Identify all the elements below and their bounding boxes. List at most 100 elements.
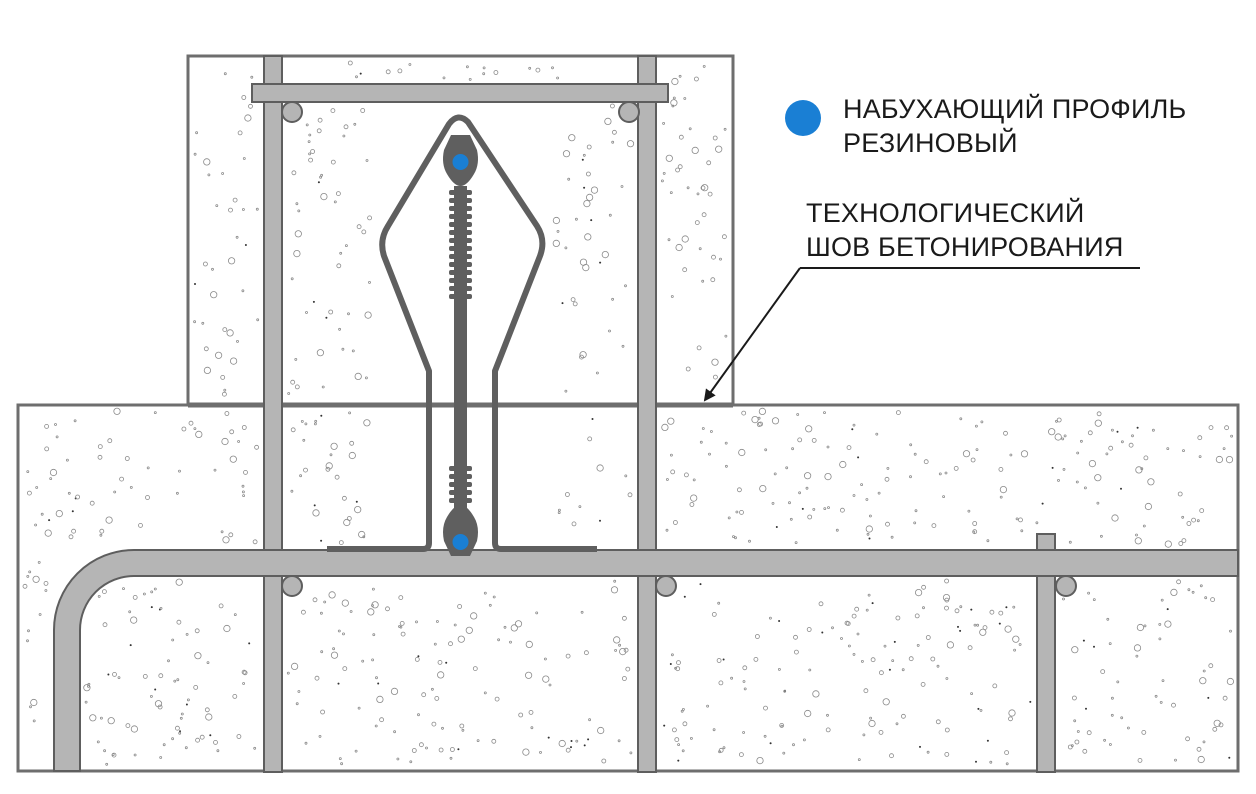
aggregate-speckle	[159, 756, 163, 759]
aggregate-speckle	[942, 593, 951, 602]
aggregate-speckle	[330, 159, 336, 165]
aggregate-speckle	[552, 239, 560, 247]
aggregate-speckle	[535, 67, 541, 73]
aggregate-speckle	[568, 134, 576, 142]
aggregate-speckle	[1197, 435, 1203, 441]
aggregate-speckle	[122, 587, 125, 590]
aggregate-speckle	[1224, 425, 1229, 431]
aggregate-speckle	[769, 616, 772, 620]
aggregate-speckle	[482, 72, 486, 76]
aggregate-speckle	[685, 366, 691, 372]
aggregate-speckle	[360, 108, 366, 113]
aggregate-speckle	[385, 606, 390, 612]
aggregate-speckle	[49, 468, 58, 477]
aggregate-speckle	[803, 472, 812, 480]
aggregate-speckle	[856, 632, 860, 636]
aggregate-speckle	[556, 76, 559, 80]
aggregate-speckle	[826, 713, 829, 717]
aggregate-speckle	[839, 460, 847, 469]
aggregate-speckle	[1159, 701, 1163, 704]
aggregate-speckle	[379, 717, 385, 723]
aggregate-speckle	[742, 665, 748, 671]
aggregate-speckle	[44, 529, 52, 537]
aggregate-speckle	[852, 423, 856, 427]
aggregate-speckle	[302, 438, 306, 442]
aggregate-speckle	[453, 623, 457, 627]
aggregate-speckle	[868, 719, 876, 728]
aggregate-speckle	[670, 469, 676, 475]
aggregate-speckle	[204, 707, 210, 713]
aggregate-speckle	[670, 295, 674, 298]
aggregate-speckle	[173, 679, 177, 683]
aggregate-speckle	[323, 600, 327, 604]
aggregate-speckle	[670, 453, 673, 457]
aggregate-speckle	[610, 586, 619, 594]
aggregate-speckle	[823, 411, 826, 415]
aggregate-speckle	[557, 511, 561, 514]
aggregate-speckle	[390, 687, 399, 696]
aggregate-speckle	[307, 140, 311, 144]
aggregate-speckle	[343, 518, 351, 527]
aggregate-speckle	[865, 525, 873, 533]
aggregate-speckle	[867, 593, 871, 597]
aggregate-speckle	[178, 731, 182, 735]
legend-label-line2: РЕЗИНОВЫЙ	[843, 128, 1018, 158]
aggregate-speckle	[926, 750, 930, 754]
aggregate-speckle	[334, 474, 340, 480]
aggregate-speckle	[38, 613, 42, 616]
aggregate-speckle	[570, 746, 572, 749]
aggregate-speckle	[857, 456, 860, 459]
aggregate-speckle	[49, 477, 53, 481]
aggregate-speckle	[1181, 538, 1187, 543]
aggregate-speckle	[789, 517, 793, 521]
aggregate-speckle	[340, 762, 344, 766]
aggregate-speckle	[587, 738, 590, 741]
aggregate-speckle	[248, 103, 253, 109]
aggregate-speckle	[722, 658, 725, 661]
aggregate-speckle	[468, 78, 472, 81]
aggregate-speckle	[1116, 430, 1119, 433]
aggregate-speckle	[895, 615, 901, 621]
aggregate-speckle	[228, 532, 234, 538]
aggregate-speckle	[162, 743, 166, 747]
aggregate-speckle	[376, 695, 384, 704]
aggregate-speckle	[97, 444, 103, 450]
aggregate-speckle	[717, 601, 721, 605]
aggregate-speckle	[242, 157, 246, 160]
aggregate-speckle	[1137, 758, 1143, 763]
aggregate-speckle	[882, 698, 890, 706]
aggregate-speckle	[459, 723, 465, 729]
aggregate-speckle	[751, 415, 759, 424]
aggregate-speckle	[1229, 629, 1232, 633]
aggregate-speckle	[694, 220, 700, 226]
aggregate-speckle	[617, 739, 621, 743]
waterstop-rib	[449, 262, 472, 267]
aggregate-speckle	[1133, 644, 1142, 652]
aggregate-speckle	[112, 672, 117, 677]
aggregate-speckle	[1176, 579, 1181, 585]
aggregate-speckle	[356, 224, 362, 230]
aggregate-speckle	[1080, 439, 1083, 443]
aggregate-speckle	[788, 501, 791, 505]
aggregate-speckle	[218, 603, 224, 609]
aggregate-speckle	[367, 215, 373, 221]
aggregate-speckle	[758, 407, 767, 415]
aggregate-speckle	[303, 467, 308, 473]
aggregate-speckle	[758, 421, 763, 427]
aggregate-speckle	[83, 684, 91, 692]
aggregate-speckle	[562, 150, 571, 158]
aggregate-speckle	[718, 750, 721, 754]
aggregate-speckle	[973, 623, 977, 627]
aggregate-speckle	[193, 152, 197, 156]
aggregate-speckle	[771, 501, 775, 505]
aggregate-speckle	[712, 135, 718, 141]
aggregate-speckle	[375, 676, 378, 680]
vertical-rebar-middle	[637, 55, 657, 773]
aggregate-speckle	[153, 411, 157, 415]
aggregate-speckle	[944, 597, 950, 603]
aggregate-speckle	[674, 666, 677, 670]
aggregate-speckle	[48, 519, 51, 522]
aggregate-speckle	[793, 634, 798, 640]
aggregate-speckle	[26, 639, 29, 643]
aggregate-speckle	[923, 459, 929, 465]
